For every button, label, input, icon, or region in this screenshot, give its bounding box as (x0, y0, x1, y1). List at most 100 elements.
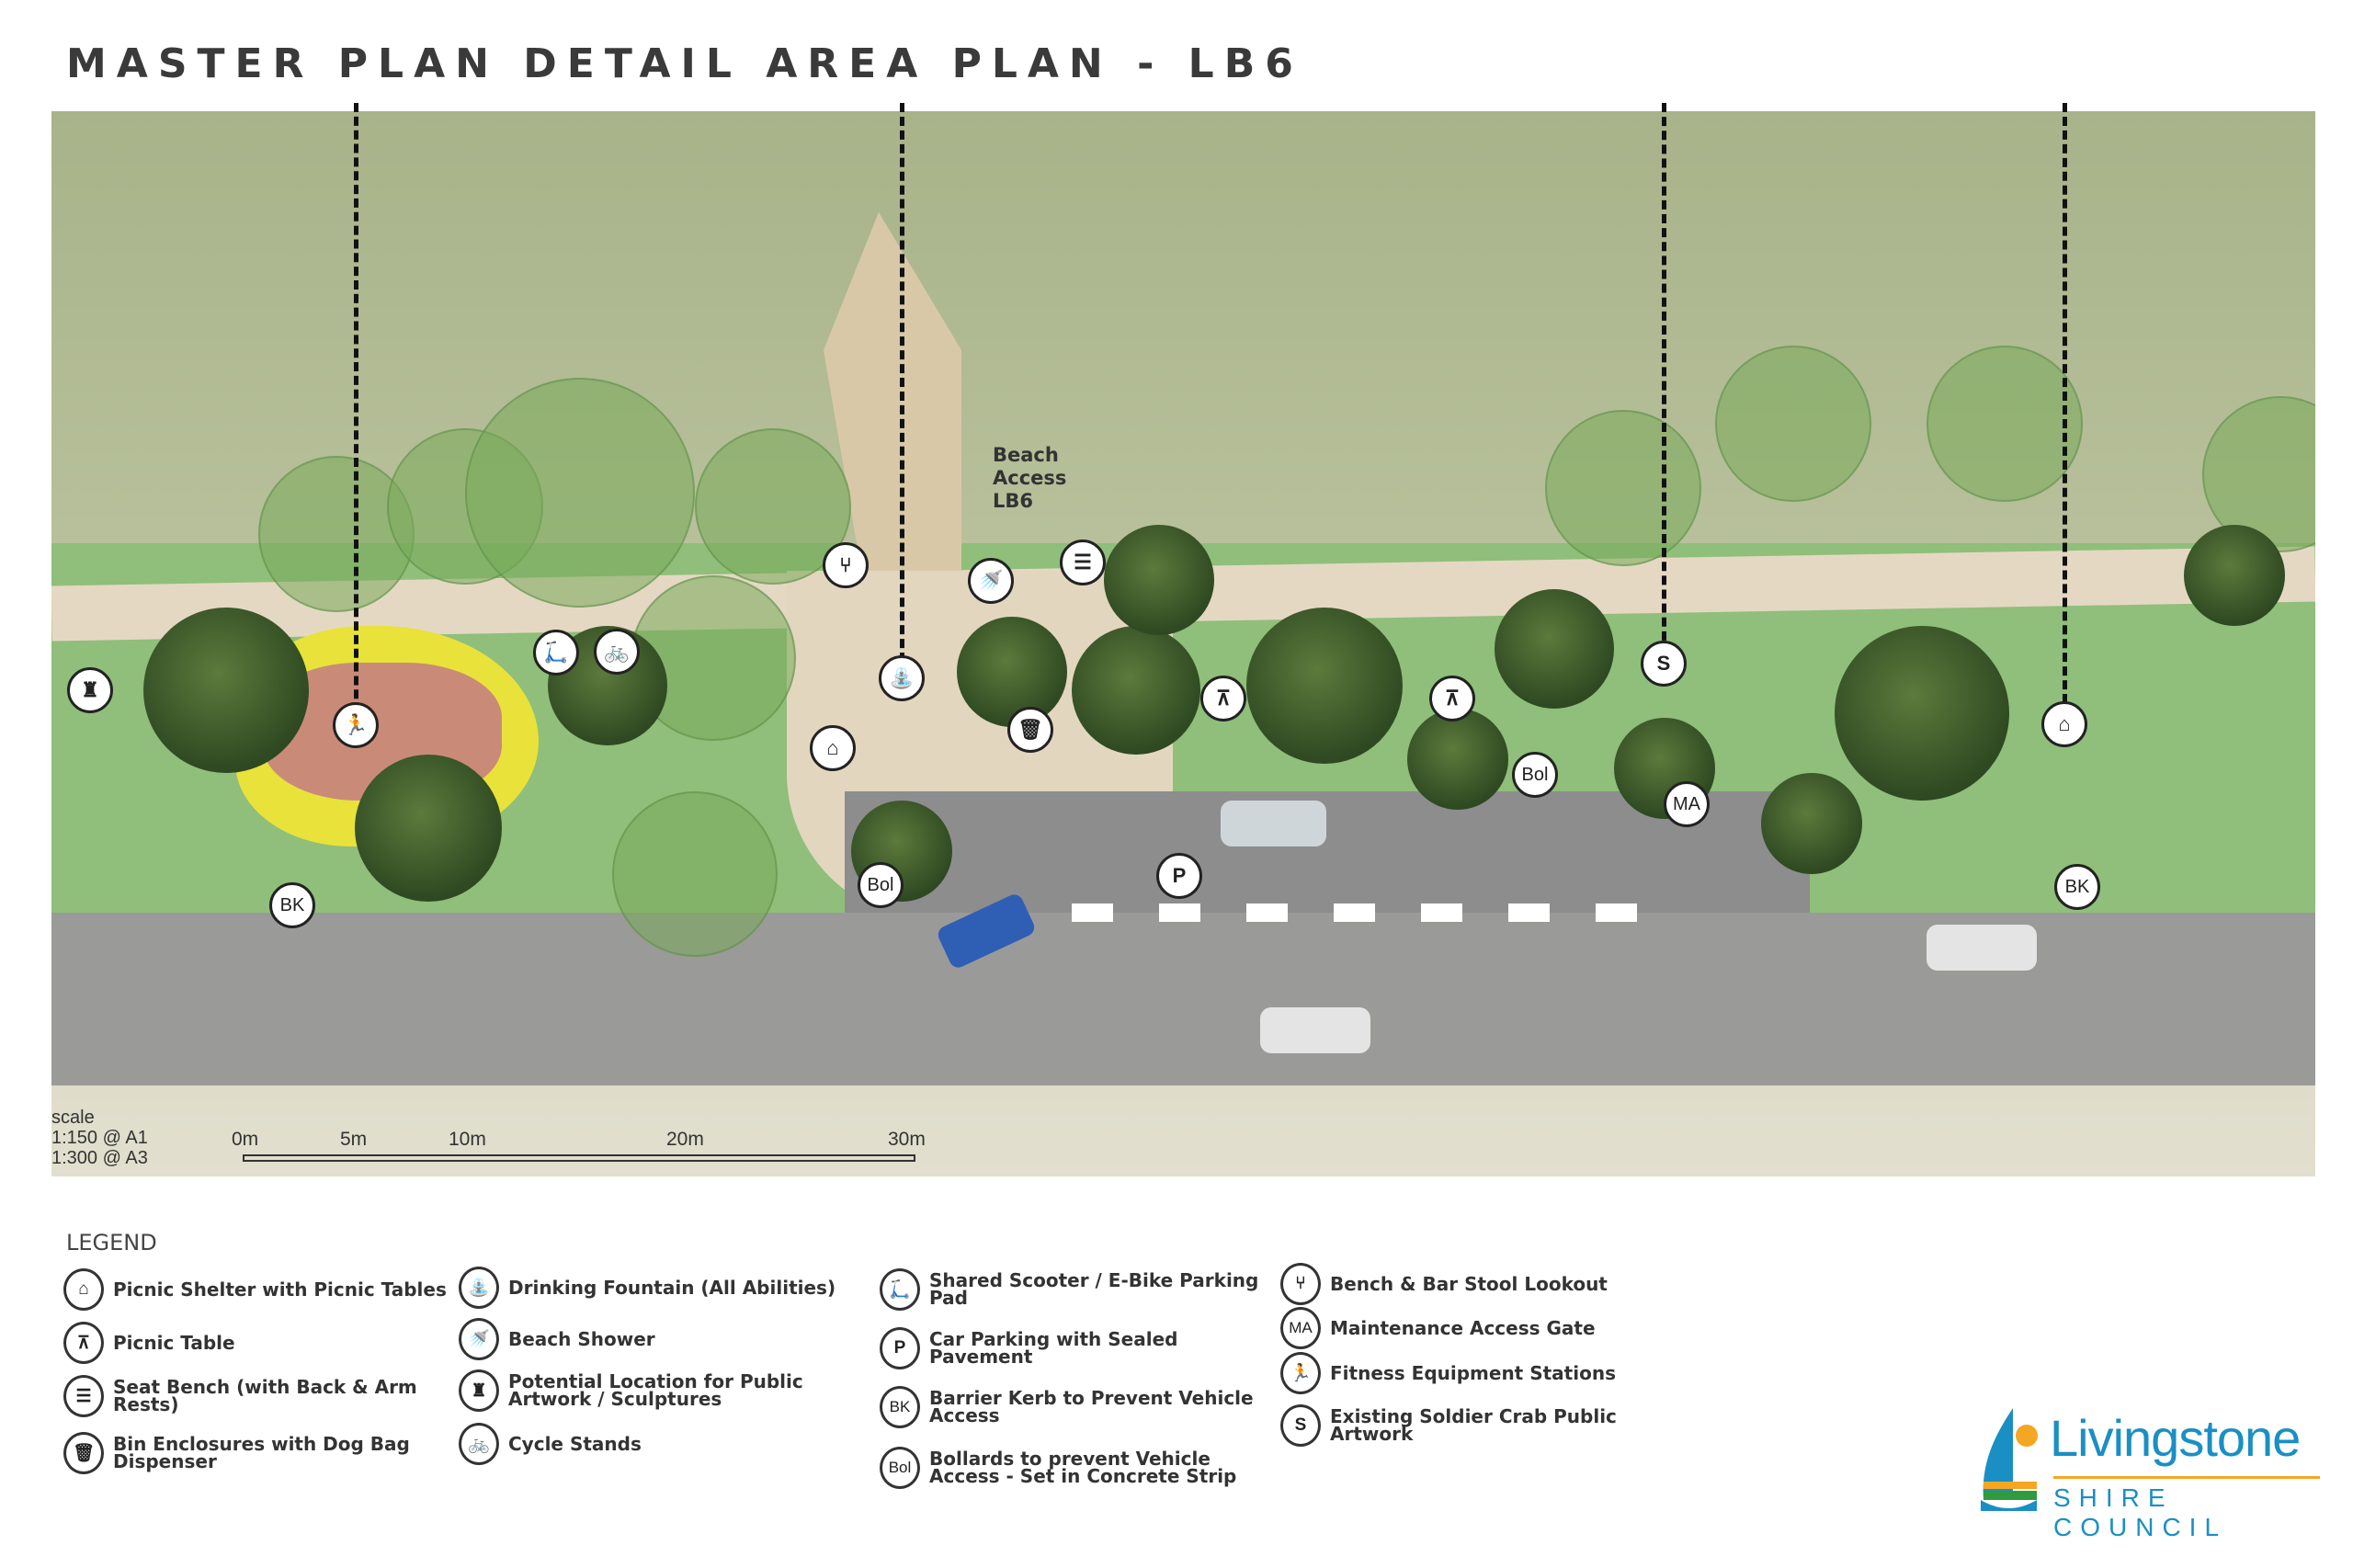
picnic-table-icon[interactable]: ⊼ (1200, 676, 1246, 722)
fitness-icon: 🏃 (1280, 1352, 1321, 1394)
legend-label: Existing Soldier Crab Public Artwork (1330, 1405, 1617, 1445)
picnic-shelter-icon[interactable]: ⌂ (810, 725, 856, 771)
cycle-icon: 🚲 (459, 1423, 499, 1465)
tree (1761, 773, 1862, 874)
picnic-table-icon: ⊼ (63, 1322, 104, 1364)
beach-access-label: Beach Access LB6 (993, 444, 1066, 513)
legend-label: Maintenance Access Gate (1330, 1316, 1596, 1339)
legend-label: Picnic Table (113, 1331, 235, 1354)
legend-item: ⊼ Picnic Table (63, 1322, 449, 1364)
legend-label: Bollards to prevent Vehicle Access - Set… (929, 1448, 1237, 1487)
bench-bar-stool-icon[interactable]: ⑂ (823, 542, 869, 588)
scale-text: scale 1:150 @ A1 1:300 @ A3 (51, 1108, 148, 1168)
legend-label: Fitness Equipment Stations (1330, 1361, 1616, 1384)
legend-label: Potential Location for Public Artwork / … (508, 1370, 803, 1410)
tree (1495, 589, 1614, 709)
bollard-icon[interactable]: Bol (1512, 752, 1558, 798)
logo-divider (2053, 1476, 2320, 1479)
cycle-icon[interactable]: 🚲 (594, 629, 640, 675)
legend-item: 🚿 Beach Shower (459, 1318, 845, 1360)
barrier-kerb-icon[interactable]: BK (2054, 864, 2100, 910)
barrier-kerb-icon[interactable]: BK (269, 882, 315, 928)
legend-item: 🚲 Cycle Stands (459, 1423, 845, 1465)
legend-label: Drinking Fountain (All Abilities) (508, 1276, 836, 1299)
label-line: Beach (993, 444, 1059, 466)
bollard-icon: Bol (880, 1447, 920, 1489)
scale-bar (243, 1154, 915, 1162)
logo-mark-icon (1981, 1408, 2038, 1511)
legend-label: Car Parking with Sealed Pavement (929, 1328, 1178, 1368)
tree (1104, 525, 1214, 635)
legend-item: 🗑Bin Enclosures with Dog Bag Dispenser (63, 1432, 449, 1474)
scale-a1: 1:150 @ A1 (51, 1128, 148, 1148)
soldier-crab-icon[interactable]: S (1641, 641, 1687, 687)
legend-item: 🛴Shared Scooter / E-Bike Parking Pad (880, 1268, 1266, 1311)
fitness-icon[interactable]: 🏃 (333, 702, 379, 748)
legend-label: Beach Shower (508, 1327, 655, 1350)
section-line (1662, 103, 1666, 654)
scale-a3: 1:300 @ A3 (51, 1148, 148, 1168)
scale-tick: 10m (449, 1129, 486, 1150)
scale-label: scale (51, 1108, 95, 1128)
tree (2184, 525, 2285, 626)
logo-name: Livingstone (2050, 1409, 2301, 1467)
beach-shower-icon[interactable]: 🚿 (968, 558, 1014, 604)
scale-tick: 5m (340, 1129, 368, 1150)
scale-tick: 20m (666, 1129, 704, 1150)
artwork-icon[interactable]: ♜ (67, 667, 113, 713)
legend-label: Cycle Stands (508, 1432, 642, 1455)
legend-title: LEGEND (66, 1230, 157, 1256)
tree (143, 608, 309, 773)
seat-bench-icon[interactable]: ☰ (1060, 540, 1106, 585)
soldier-crab-icon: S (1280, 1404, 1321, 1447)
legend-label: Barrier Kerb to Prevent Vehicle Access (929, 1387, 1254, 1426)
picnic-table-icon[interactable]: ⊼ (1429, 676, 1475, 722)
tree (1407, 709, 1508, 810)
scooter-icon: 🛴 (880, 1268, 920, 1311)
legend-item: ⛲ Drinking Fountain (All Abilities) (459, 1267, 845, 1309)
tree (957, 617, 1067, 727)
section-line (900, 103, 904, 676)
scale-tick: 0m (232, 1129, 259, 1150)
beach-shower-icon: 🚿 (459, 1318, 499, 1360)
legend-label: Bin Enclosures with Dog Bag Dispenser (113, 1433, 410, 1472)
tree-canopy (465, 378, 695, 608)
label-line: LB6 (993, 490, 1033, 512)
scooter-icon[interactable]: 🛴 (533, 630, 579, 676)
car (1260, 1007, 1370, 1053)
maintenance-gate-icon[interactable]: MA (1664, 781, 1710, 827)
parking-icon: P (880, 1327, 920, 1369)
legend-item: MA Maintenance Access Gate (1280, 1307, 1666, 1349)
picnic-shelter-icon[interactable]: ⌂ (2041, 701, 2087, 747)
drinking-fountain-icon[interactable]: ⛲ (879, 655, 925, 701)
council-logo: Livingstone SHIRE COUNCIL (1976, 1408, 2325, 1541)
label-line: Access (993, 467, 1067, 489)
car (1927, 925, 2037, 971)
crossing (1072, 903, 1642, 922)
section-line (2063, 103, 2067, 717)
legend-item: ♜Potential Location for Public Artwork /… (459, 1369, 845, 1412)
aerial-map[interactable]: Beach Access LB6 (51, 111, 2315, 1176)
bin-icon[interactable]: 🗑 (1007, 707, 1053, 753)
legend-item: ⌂Picnic Shelter with Picnic Tables (63, 1268, 449, 1311)
scale-tick: 30m (888, 1129, 926, 1150)
legend-label: Bench & Bar Stool Lookout (1330, 1272, 1608, 1295)
tree-canopy (612, 791, 778, 957)
drinking-fountain-icon: ⛲ (459, 1267, 499, 1309)
tree (1246, 608, 1403, 764)
car (1221, 801, 1326, 846)
parking-icon[interactable]: P (1156, 853, 1202, 899)
bench-bar-stool-icon: ⑂ (1280, 1263, 1321, 1305)
tree-canopy (1715, 346, 1871, 502)
legend-item: 🏃 Fitness Equipment Stations (1280, 1352, 1666, 1394)
tree (1835, 626, 2009, 801)
maintenance-gate-icon: MA (1280, 1307, 1321, 1349)
tree (355, 755, 502, 902)
bollard-icon[interactable]: Bol (858, 862, 904, 908)
page-title: MASTER PLAN DETAIL AREA PLAN - LB6 (66, 40, 1303, 87)
barrier-kerb-icon: BK (880, 1386, 920, 1428)
legend-label: Shared Scooter / E-Bike Parking Pad (929, 1269, 1259, 1309)
